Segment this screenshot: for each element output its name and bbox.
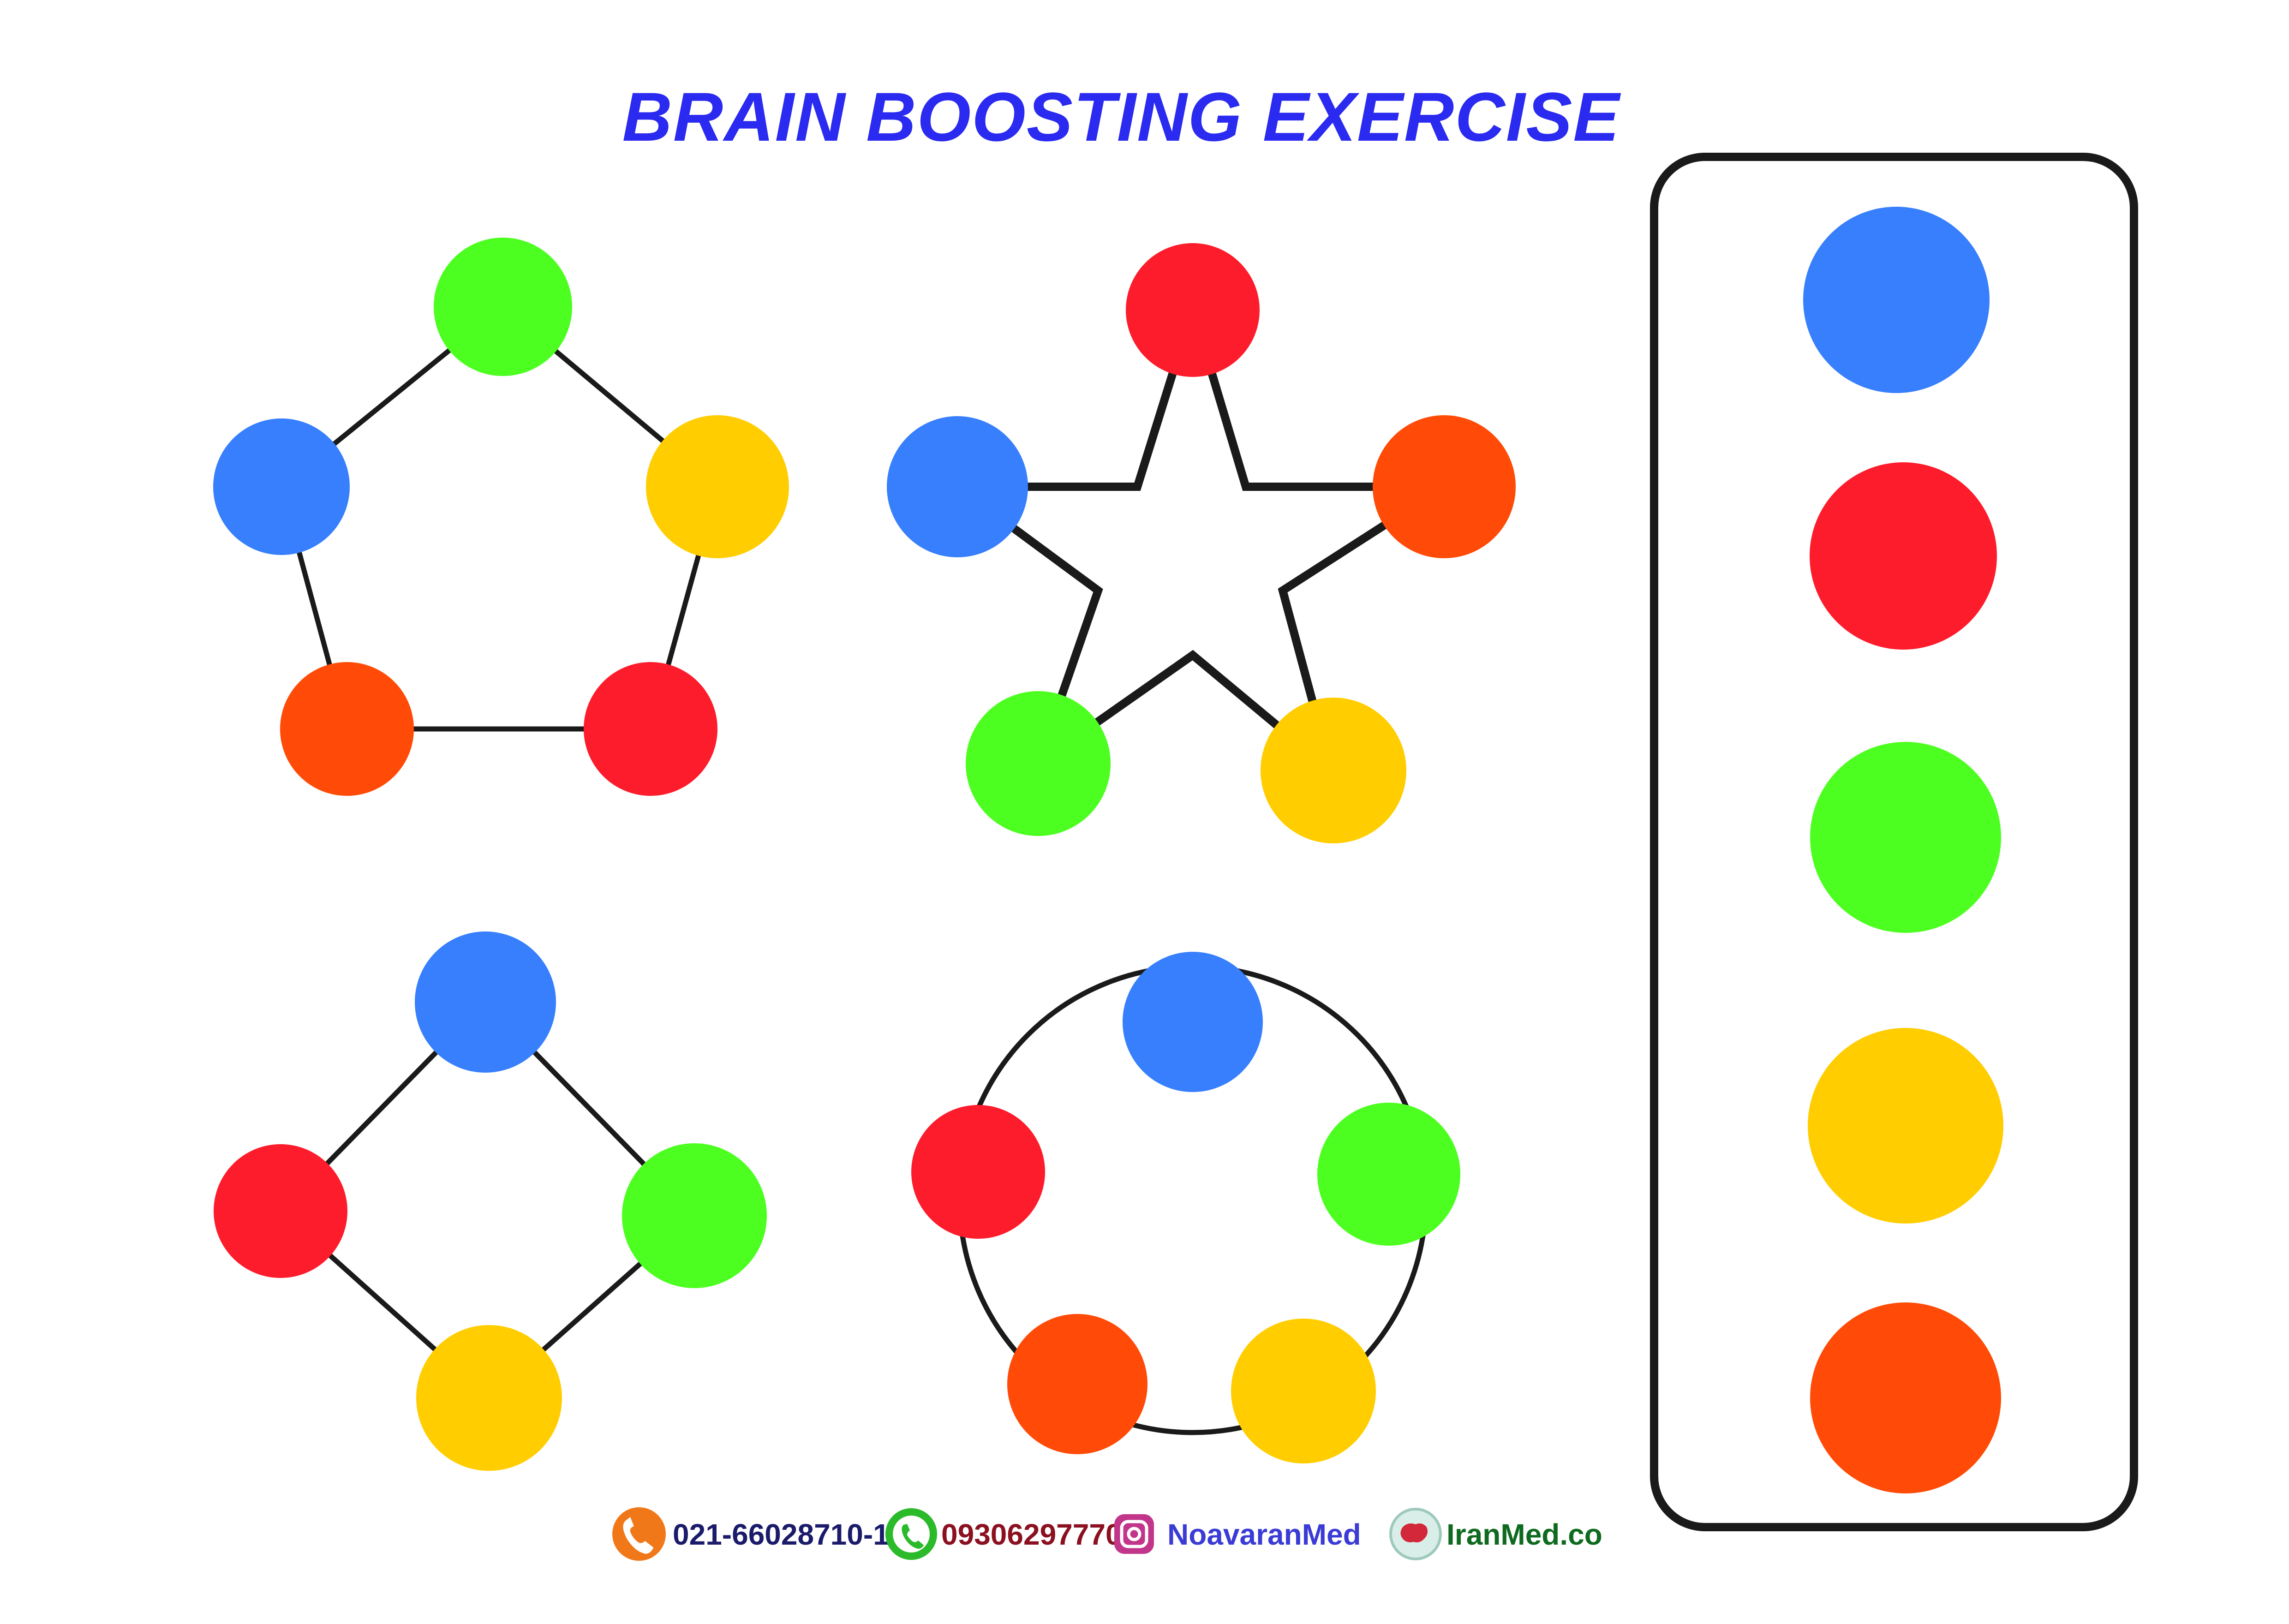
circle-dot-top[interactable] [1123, 952, 1263, 1092]
palette-swatch-2[interactable] [1810, 462, 1997, 650]
instagram-contact[interactable]: NoavaranMed [1114, 1514, 1361, 1554]
circle-puzzle [911, 952, 1460, 1463]
phone-icon [612, 1507, 666, 1561]
pentagon-dot-top[interactable] [434, 238, 572, 376]
whatsapp-number: 09306297770 [941, 1518, 1122, 1551]
diamond-dot-left[interactable] [214, 1144, 347, 1278]
page-title: BRAIN BOOSTING EXERCISE [622, 78, 1621, 155]
diamond-dot-right[interactable] [622, 1143, 767, 1288]
website-logo-map-glyph [1400, 1523, 1428, 1543]
palette-swatch-1[interactable] [1803, 207, 1990, 393]
palette-swatch-5[interactable] [1810, 1302, 2001, 1493]
star-dot-left[interactable] [887, 416, 1028, 557]
pentagon-dot-bottom-left[interactable] [280, 662, 414, 796]
palette-swatch-4[interactable] [1808, 1028, 2003, 1224]
color-palette [1650, 153, 2138, 1531]
circle-dot-left[interactable] [911, 1105, 1045, 1239]
website-contact[interactable]: IranMed.co [1389, 1508, 1602, 1560]
website-url: IranMed.co [1446, 1518, 1602, 1551]
circle-dot-bottom-right[interactable] [1231, 1319, 1376, 1463]
instagram-handle: NoavaranMed [1167, 1518, 1361, 1551]
contact-footer: 021-66028710-12 09306297770 NoavaranMed … [612, 1507, 1602, 1561]
circle-dot-bottom-left[interactable] [1007, 1314, 1147, 1454]
palette-frame [1650, 153, 2138, 1531]
whatsapp-handset-glyph [902, 1524, 924, 1549]
pentagon-puzzle [213, 238, 789, 796]
star-dot-bottom-right[interactable] [1261, 698, 1406, 843]
phone-handset-glyph [623, 1517, 653, 1554]
diamond-puzzle [214, 931, 767, 1471]
star-dot-bottom-left[interactable] [966, 691, 1111, 836]
pentagon-dot-right[interactable] [646, 415, 789, 558]
pentagon-dot-bottom-right[interactable] [584, 662, 717, 796]
star-dot-top[interactable] [1126, 243, 1260, 377]
diamond-dot-top[interactable] [415, 931, 556, 1073]
instagram-camera-glyph [1120, 1520, 1148, 1548]
circle-dot-right[interactable] [1317, 1103, 1460, 1246]
star-puzzle [887, 243, 1516, 843]
diamond-dot-bottom[interactable] [416, 1325, 562, 1471]
palette-swatch-3[interactable] [1810, 742, 2001, 933]
phone-number: 021-66028710-12 [673, 1518, 906, 1551]
whatsapp-contact[interactable]: 09306297770 [885, 1508, 1122, 1560]
pentagon-dot-left[interactable] [213, 418, 350, 555]
instagram-lens-glyph [1127, 1527, 1142, 1541]
whatsapp-icon [885, 1508, 937, 1560]
phone-contact[interactable]: 021-66028710-12 [612, 1507, 906, 1561]
star-dot-right[interactable] [1373, 415, 1516, 558]
